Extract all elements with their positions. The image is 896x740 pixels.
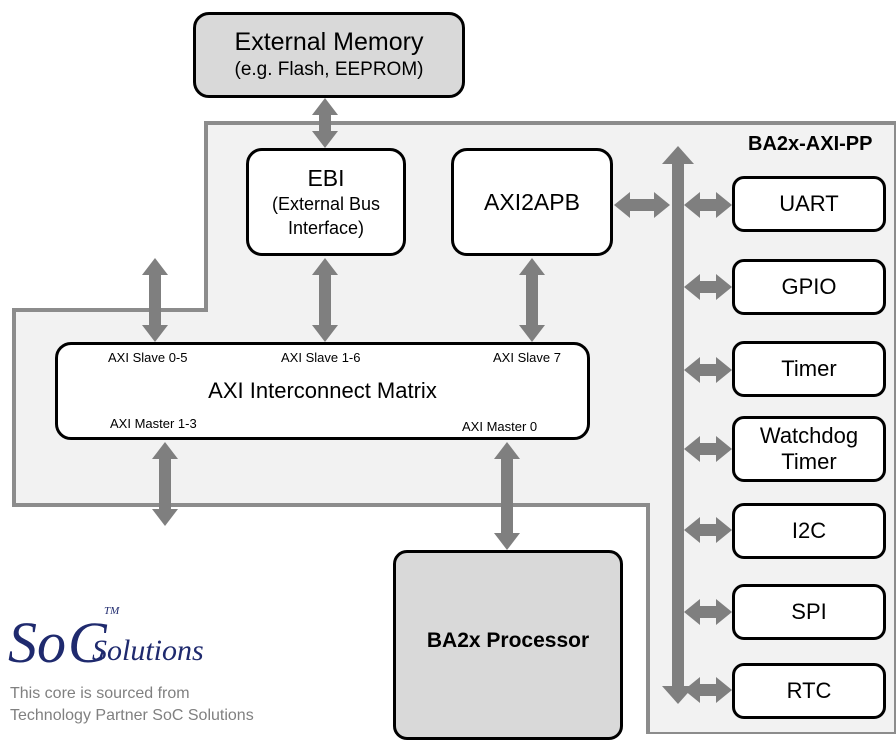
arrow-bus-rtc: [684, 677, 732, 703]
soc-solutions-logo: So C Solutions TM: [8, 596, 268, 676]
ebi-desc-line1: (External Bus: [271, 194, 381, 214]
apb-bus: [662, 146, 694, 704]
port-master-0: AXI Master 0: [462, 419, 538, 434]
footer-line2: Technology Partner SoC Solutions: [10, 707, 254, 724]
port-slave-1-6: AXI Slave 1-6: [281, 350, 361, 365]
arrow-bus-timer: [684, 357, 732, 383]
svg-text:Solutions: Solutions: [92, 634, 204, 667]
uart-block: UART: [732, 176, 886, 232]
rtc-block: RTC: [732, 663, 886, 719]
ebi-desc-line2: Interface): [287, 218, 365, 238]
processor-label: BA2x Processor: [426, 629, 590, 652]
rtc-label: RTC: [786, 678, 832, 703]
arrow-axi2apb-interconnect: [519, 258, 545, 342]
arrow-bus-gpio: [684, 274, 732, 300]
svg-text:C: C: [68, 610, 108, 675]
spi-block: SPI: [732, 584, 886, 640]
interconnect-label: AXI Interconnect Matrix: [208, 378, 437, 403]
svg-text:TM: TM: [104, 605, 120, 617]
arrow-bus-watchdog: [684, 436, 732, 462]
gpio-label: GPIO: [781, 274, 837, 299]
axi-interconnect-block: AXI Interconnect Matrix: [55, 342, 590, 440]
uart-label: UART: [779, 191, 839, 216]
processor-block: BA2x Processor: [393, 550, 623, 740]
axi2apb-label: AXI2APB: [484, 188, 580, 215]
footer-text: This core is sourced from Technology Par…: [10, 683, 254, 727]
axi2apb-block: AXI2APB: [451, 148, 613, 256]
ebi-title: EBI: [307, 165, 345, 191]
gpio-block: GPIO: [732, 259, 886, 315]
watchdog-label-line1: Watchdog: [759, 423, 859, 448]
arrow-master-1-3: [152, 442, 178, 526]
timer-block: Timer: [732, 341, 886, 397]
watchdog-timer-block: Watchdog Timer: [732, 416, 886, 482]
ebi-block: EBI (External Bus Interface): [246, 148, 406, 256]
external-memory-title: External Memory: [234, 28, 424, 56]
arrow-bus-uart: [684, 192, 732, 218]
arrow-slave-0-5: [142, 258, 168, 342]
diagram-title: BA2x-AXI-PP: [748, 133, 873, 155]
arrow-ebi-interconnect: [312, 258, 338, 342]
arrow-bus-i2c: [684, 517, 732, 543]
arrow-master0-processor: [494, 442, 520, 550]
i2c-label: I2C: [791, 518, 827, 543]
footer-line1: This core is sourced from: [10, 685, 190, 702]
port-master-1-3: AXI Master 1-3: [110, 416, 197, 431]
external-memory-block: External Memory (e.g. Flash, EEPROM): [193, 12, 465, 98]
external-memory-subtitle: (e.g. Flash, EEPROM): [234, 59, 424, 80]
port-slave-0-5: AXI Slave 0-5: [108, 350, 188, 365]
arrow-axi2apb-bus: [614, 192, 670, 218]
port-slave-7: AXI Slave 7: [493, 350, 561, 365]
watchdog-label-line2: Timer: [781, 449, 837, 474]
timer-label: Timer: [781, 356, 837, 381]
arrow-bus-spi: [684, 599, 732, 625]
arrow-memory-ebi: [312, 98, 338, 148]
svg-text:So: So: [8, 610, 66, 675]
i2c-block: I2C: [732, 503, 886, 559]
logo-graphic: So C Solutions TM: [8, 605, 204, 675]
spi-label: SPI: [791, 599, 827, 624]
